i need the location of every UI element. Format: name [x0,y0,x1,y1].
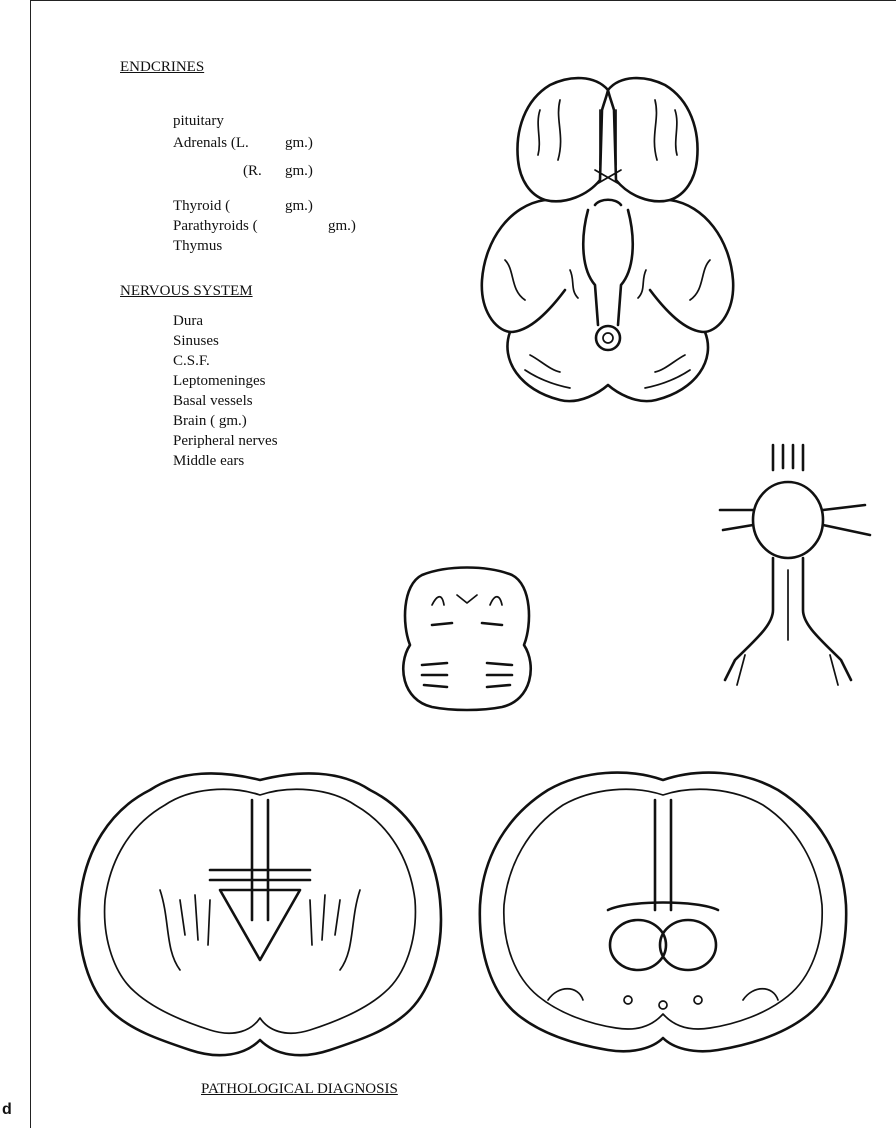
endocrine-item: (R. [243,162,262,180]
nervous-item: Middle ears [173,452,244,470]
pathological-diagnosis-heading: PATHOLOGICAL DIAGNOSIS [201,1080,398,1098]
endocrine-unit: gm.) [285,197,313,215]
endocrine-unit: gm.) [328,217,356,235]
figure-label: d [2,1101,12,1119]
endocrine-item: Thymus [173,237,222,255]
nervous-item: Sinuses [173,332,219,350]
endocrine-unit: gm.) [285,134,313,152]
nervous-item: C.S.F. [173,352,210,370]
endocrine-item: Adrenals (L. [173,134,249,152]
endocrine-item: Parathyroids ( [173,217,258,235]
brain-base-icon [470,70,740,410]
nervous-item: Leptomeninges [173,372,265,390]
nervous-item: Dura [173,312,203,330]
brainstem-section-icon [392,565,542,715]
nervous-system-heading: NERVOUS SYSTEM [120,282,253,300]
endocrine-unit: gm.) [285,162,313,180]
endocrines-heading: ENDCRINES [120,58,204,76]
circle-of-willis-icon [715,440,885,705]
coronal-section-posterior-icon [468,760,858,1070]
coronal-section-anterior-icon [70,760,450,1070]
endocrine-item: pituitary [173,112,224,130]
endocrine-item: Thyroid ( [173,197,230,215]
nervous-item: Basal vessels [173,392,253,410]
nervous-item: Peripheral nerves [173,432,278,450]
nervous-item: Brain ( gm.) [173,412,247,430]
